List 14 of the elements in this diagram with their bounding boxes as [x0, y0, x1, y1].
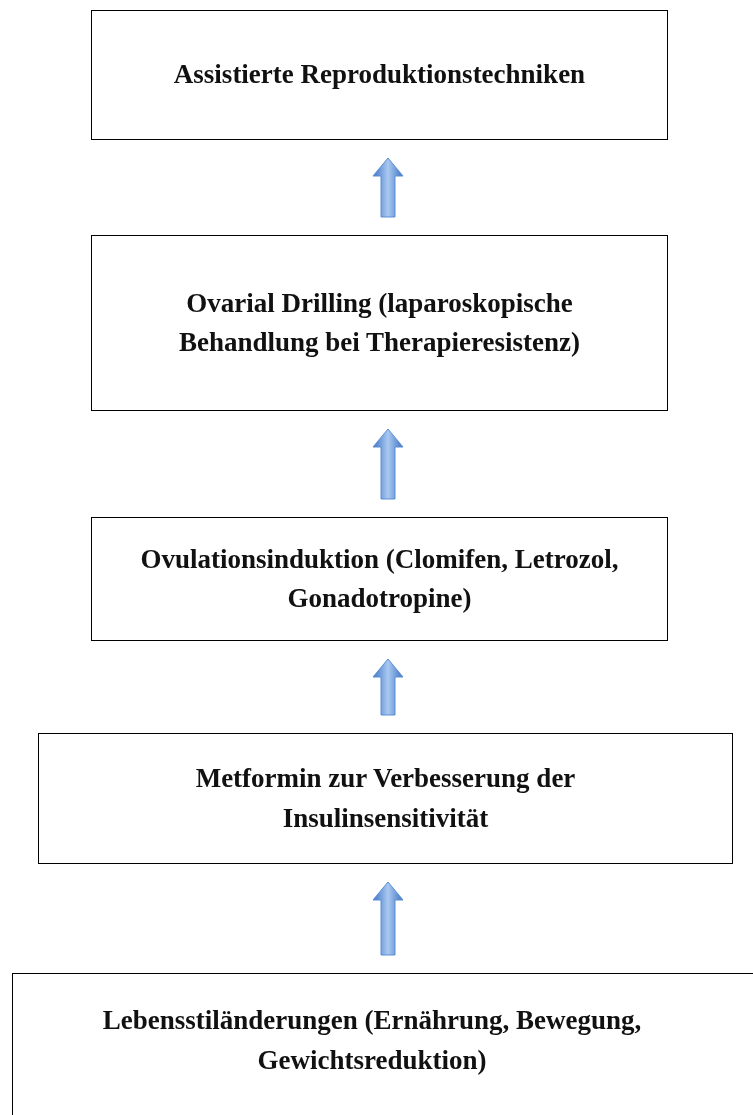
box-text: Ovarial Drilling (laparoskopische Behandlung bei Therapieresistenz)	[177, 286, 581, 359]
block-arrow	[372, 881, 404, 956]
block-arrow	[372, 658, 404, 716]
process-box	[91, 235, 668, 411]
box-text: Ovulationsinduktion (Clomifen, Letrozol, Gonadotropine)	[139, 542, 620, 615]
box-text: Metformin zur Verbesserung der Insulinsensitivität	[194, 762, 577, 835]
box-text: Lebensstiländerungen (Ernährung, Bewegung, Gewichtsreduktion)	[101, 1004, 643, 1077]
process-box	[38, 733, 733, 864]
process-box	[91, 10, 668, 140]
block-arrow	[372, 428, 404, 500]
box-text: Assistierte Reproduktionstechniken	[173, 58, 586, 92]
process-box	[91, 517, 668, 641]
block-arrow	[372, 157, 404, 218]
process-box	[12, 973, 753, 1115]
